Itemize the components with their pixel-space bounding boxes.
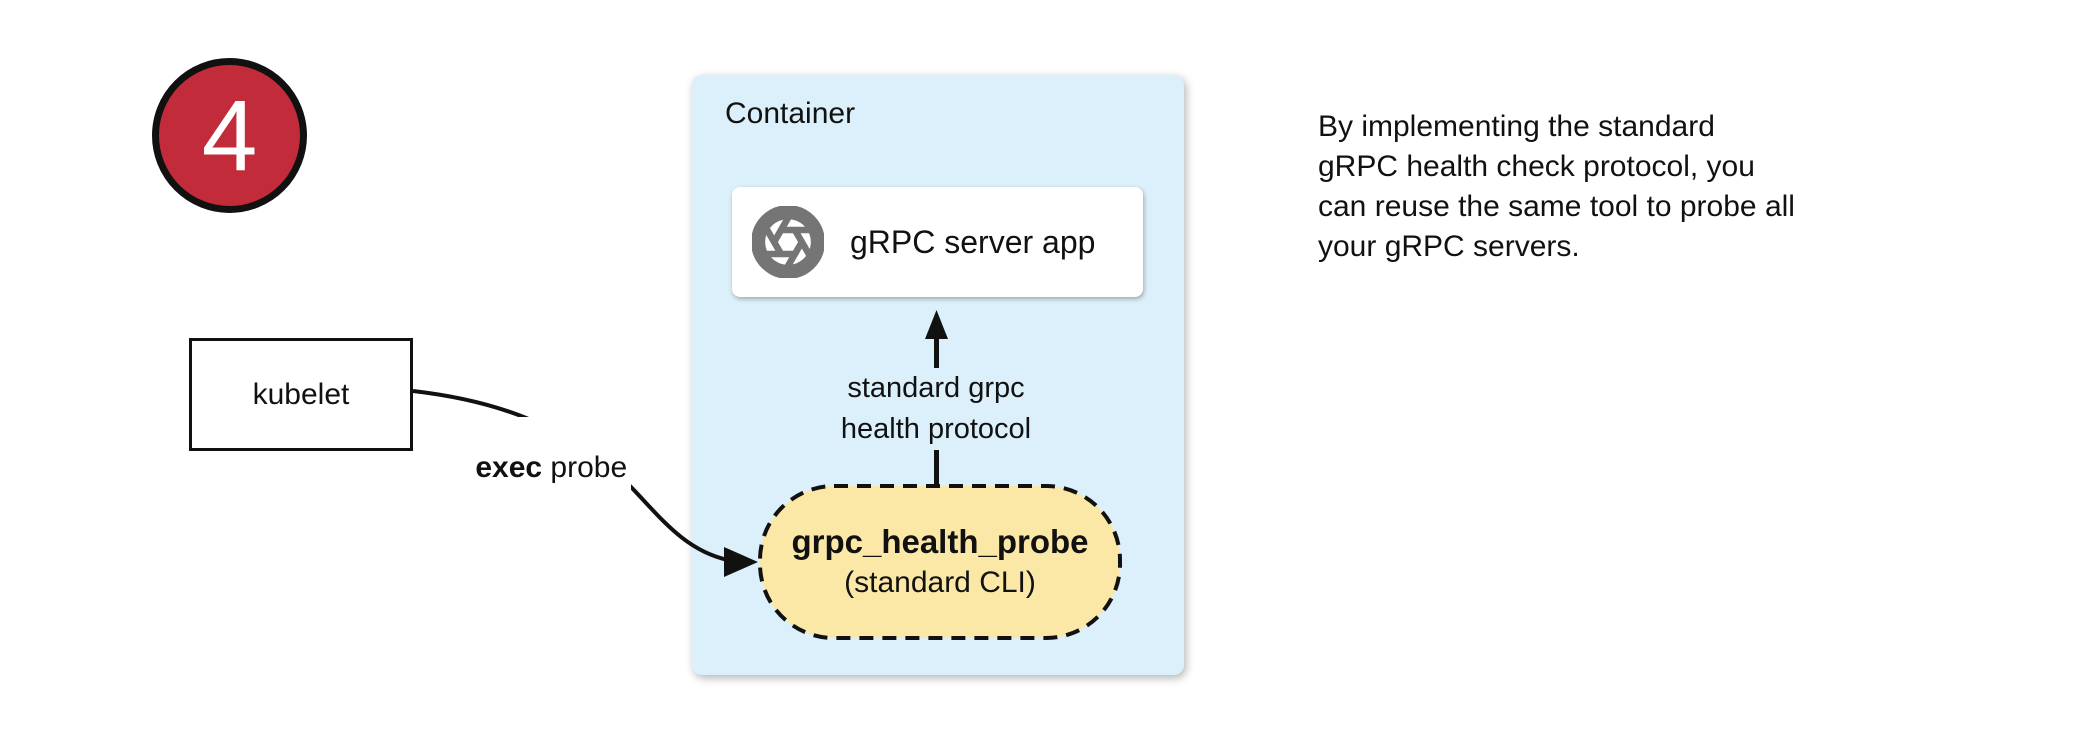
exec-probe-label-bold: exec — [475, 451, 543, 484]
grpc-health-probe-pill: grpc_health_probe (standard CLI) — [760, 486, 1120, 638]
exec-probe-label-rest: probe — [542, 451, 628, 484]
kubelet-label: kubelet — [252, 377, 350, 411]
grpc-health-probe-subtitle: (standard CLI) — [844, 566, 1036, 599]
grpc-server-app-box: gRPC server app — [732, 187, 1143, 297]
health-protocol-label: standard grpc health protocol — [816, 368, 1056, 450]
kubelet-box: kubelet — [189, 338, 413, 451]
grpc-aperture-icon — [752, 206, 824, 278]
grpc-server-app-label: gRPC server app — [850, 223, 1096, 260]
container-title: Container — [725, 97, 856, 130]
step-number-badge: 4 — [152, 58, 307, 213]
exec-probe-label: exec probe — [438, 417, 632, 519]
grpc-health-probe-name: grpc_health_probe — [791, 523, 1089, 560]
step-number: 4 — [201, 79, 258, 192]
annotation-text: By implementing the standard gRPC health… — [1318, 110, 1795, 263]
